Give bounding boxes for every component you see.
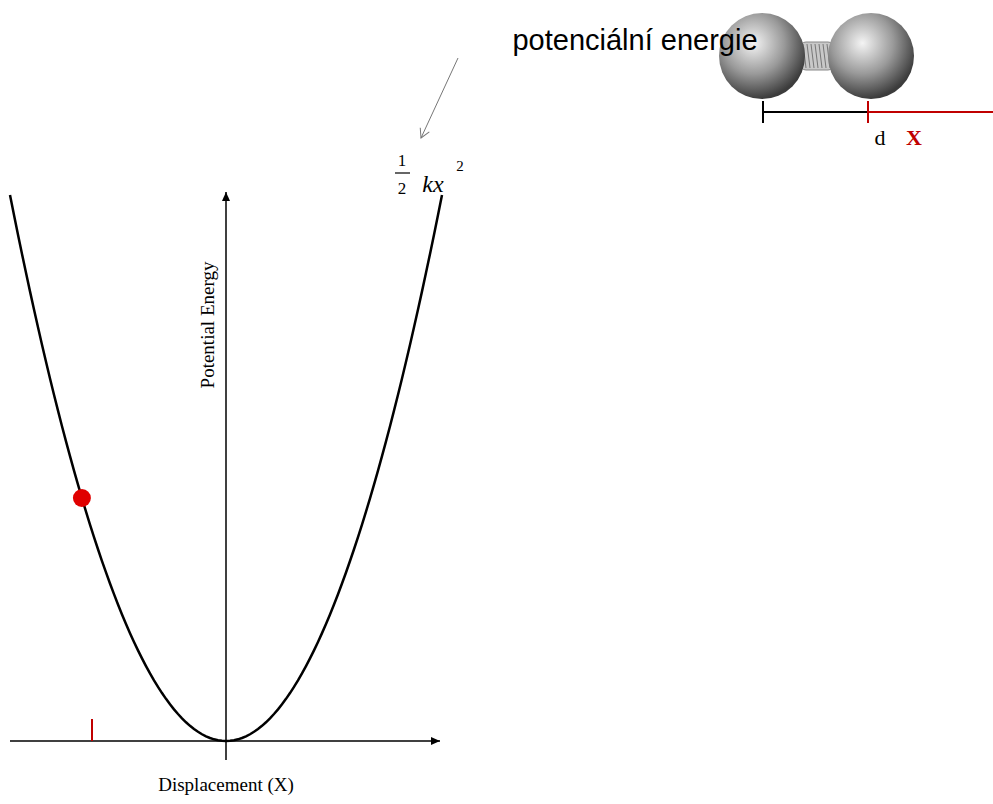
formula-numerator: 1 (398, 152, 407, 169)
coil-stroke (819, 44, 822, 68)
displacement-tick (91, 719, 93, 741)
axis-label: Displacement (X) (158, 775, 294, 794)
coil-stroke (823, 44, 826, 68)
dimension-label: X (906, 127, 922, 149)
coil-stroke (811, 44, 814, 68)
leader-line (421, 58, 458, 138)
bond-length-line (763, 111, 868, 113)
displacement-line (868, 111, 993, 113)
bond-length-tick (762, 101, 764, 123)
formula-denominator: 2 (398, 180, 407, 197)
axis-label: Potential Energy (198, 262, 217, 389)
formula-term: kx (422, 172, 443, 196)
red-dot (73, 489, 91, 507)
formula-exponent: 2 (456, 159, 464, 174)
callout-text: potenciální energie (512, 26, 757, 55)
parabola (10, 195, 442, 741)
coil-stroke (815, 44, 818, 68)
dimension-label: d (875, 127, 886, 149)
atom (828, 13, 914, 99)
displacement-tick (867, 101, 869, 123)
fraction-bar (395, 172, 410, 173)
y-axis (225, 192, 227, 760)
coil-stroke (807, 44, 810, 68)
